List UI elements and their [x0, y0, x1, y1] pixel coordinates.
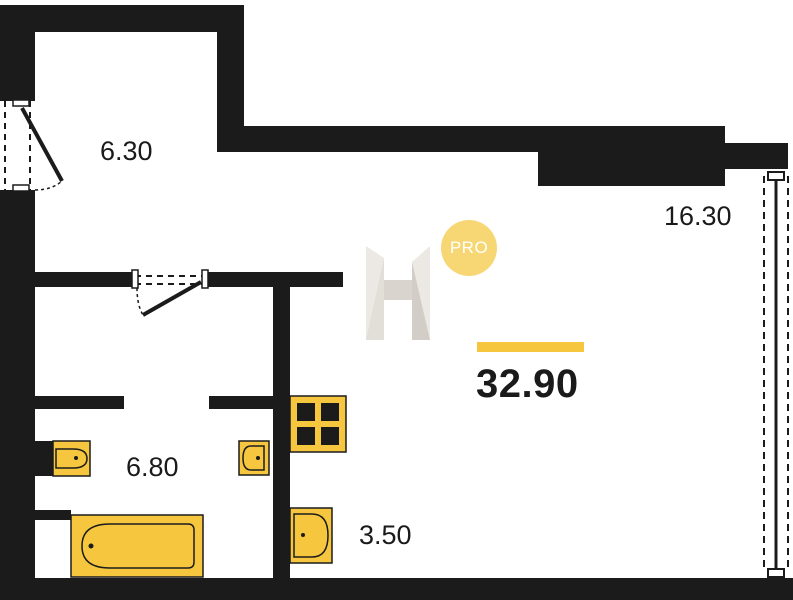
wall-bath-inner-right [209, 396, 273, 409]
wall-bath-kitchen [273, 287, 290, 578]
wall-left-lower [0, 190, 35, 600]
stove-icon [289, 395, 347, 453]
wall-top-right-end [725, 143, 788, 169]
pro-badge-text: PRO [449, 238, 489, 257]
wall-left-upper [0, 5, 35, 101]
total-area: 32.90 [476, 362, 579, 406]
walls [0, 5, 793, 600]
wall-top-left [0, 5, 244, 32]
total-accent-bar [477, 342, 584, 352]
wall-bath-inner-left [35, 396, 124, 409]
room-area-kitchen: 3.50 [359, 520, 412, 550]
wall-bath-stub [35, 510, 71, 520]
watermark-logo [366, 246, 430, 340]
wall-bottom [0, 578, 793, 600]
bathroom-door [131, 269, 209, 317]
bathtub-icon [70, 514, 204, 578]
room-area-living: 16.30 [664, 201, 732, 231]
toilet-icon [35, 440, 91, 477]
kitchen-sink-icon [289, 507, 333, 564]
wall-hall-bath-left [35, 272, 135, 287]
bathroom-sink-icon [238, 440, 270, 476]
wall-hall-bath-right [205, 272, 343, 287]
pro-badge: PRO [441, 220, 497, 276]
room-area-hall: 6.30 [100, 136, 153, 166]
entrance-door [4, 99, 64, 192]
wall-top-step [538, 126, 725, 186]
balcony-window [763, 171, 789, 578]
room-area-bathroom: 6.80 [126, 452, 179, 482]
